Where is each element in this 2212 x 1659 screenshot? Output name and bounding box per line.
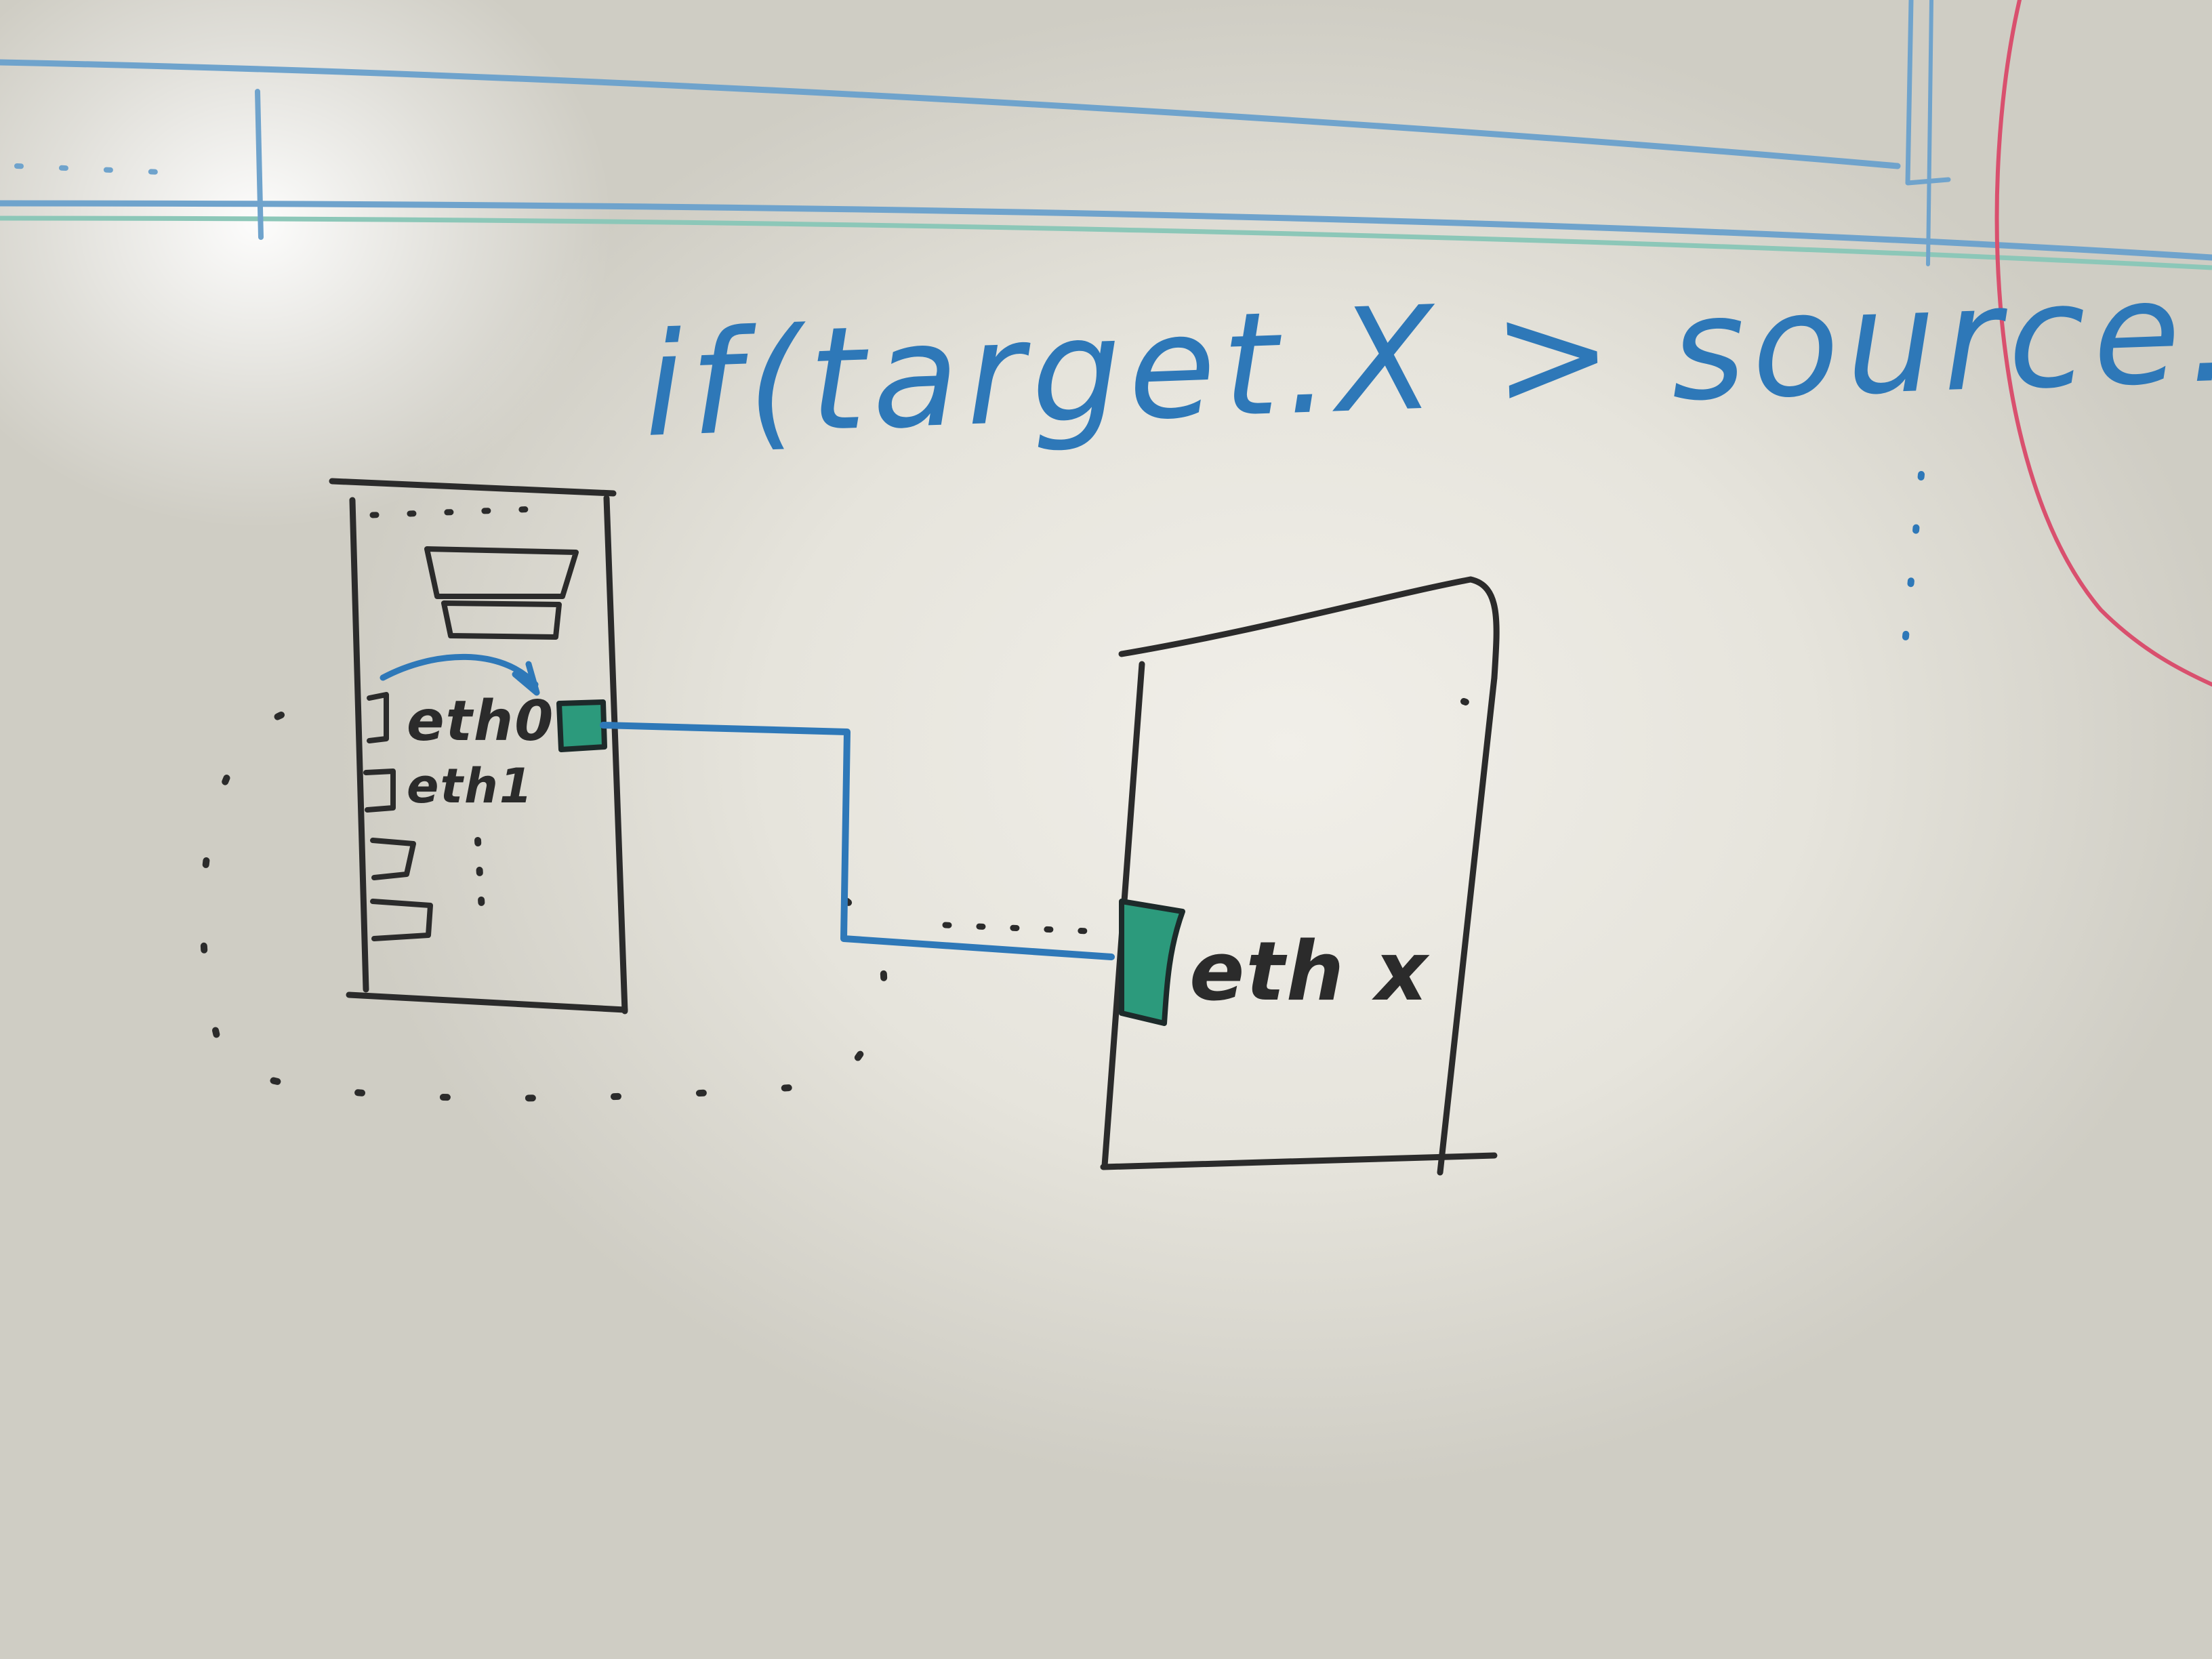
port-label-eth0: eth0 xyxy=(407,689,555,754)
dotted-continuation xyxy=(1901,471,1925,654)
right-green-port xyxy=(1119,899,1185,1026)
left-device xyxy=(329,478,628,1015)
port-label-eth-x: eth x xyxy=(1189,925,1429,1019)
red-arc xyxy=(1994,0,2212,687)
port-label-eth1: eth1 xyxy=(407,758,534,814)
dotted-link xyxy=(942,922,1108,935)
leftover-top-lines xyxy=(0,0,2212,270)
left-green-port xyxy=(556,699,607,752)
right-device xyxy=(1100,576,1500,1176)
dotted-boundary xyxy=(199,712,888,1102)
network-cable xyxy=(600,722,1115,960)
